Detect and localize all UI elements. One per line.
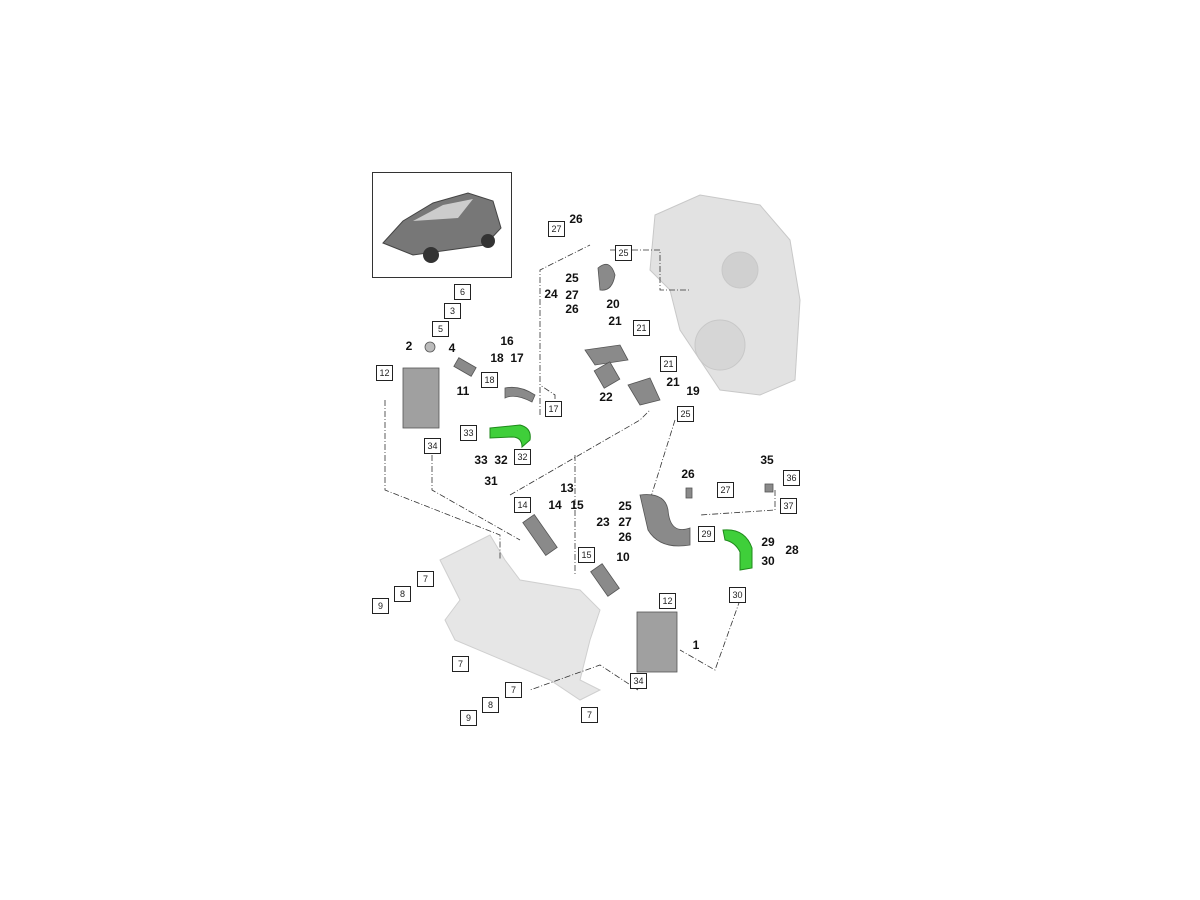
callout-number-29[interactable]: 29 bbox=[761, 535, 775, 549]
callout-box-21[interactable]: 21 bbox=[633, 320, 650, 336]
parts bbox=[402, 263, 774, 673]
callout-number-24[interactable]: 24 bbox=[544, 287, 558, 301]
callout-box-25[interactable]: 25 bbox=[615, 245, 632, 261]
callout-number-26[interactable]: 26 bbox=[569, 212, 583, 226]
callout-box-21[interactable]: 21 bbox=[660, 356, 677, 372]
callout-number-30[interactable]: 30 bbox=[761, 554, 775, 568]
callout-box-37[interactable]: 37 bbox=[780, 498, 797, 514]
callout-box-5[interactable]: 5 bbox=[432, 321, 449, 337]
callout-box-36[interactable]: 36 bbox=[783, 470, 800, 486]
callout-box-33[interactable]: 33 bbox=[460, 425, 477, 441]
callout-number-26[interactable]: 26 bbox=[565, 302, 579, 316]
callout-box-34[interactable]: 34 bbox=[424, 438, 441, 454]
callout-number-35[interactable]: 35 bbox=[760, 453, 774, 467]
vehicle-thumbnail bbox=[372, 172, 512, 278]
front-carrier bbox=[439, 534, 602, 701]
callout-number-26[interactable]: 26 bbox=[618, 530, 632, 544]
highlighted-hoses bbox=[489, 424, 753, 571]
callout-box-7[interactable]: 7 bbox=[452, 656, 469, 672]
callout-number-33[interactable]: 33 bbox=[474, 453, 488, 467]
callout-number-23[interactable]: 23 bbox=[596, 515, 610, 529]
callout-box-9[interactable]: 9 bbox=[372, 598, 389, 614]
callout-number-10[interactable]: 10 bbox=[616, 550, 630, 564]
callout-box-25[interactable]: 25 bbox=[677, 406, 694, 422]
callout-number-18[interactable]: 18 bbox=[490, 351, 504, 365]
callout-number-27[interactable]: 27 bbox=[618, 515, 632, 529]
intercooler-right bbox=[636, 611, 678, 673]
callout-box-34[interactable]: 34 bbox=[630, 673, 647, 689]
callout-number-25[interactable]: 25 bbox=[618, 499, 632, 513]
intercooler-left bbox=[402, 367, 440, 429]
callout-number-31[interactable]: 31 bbox=[484, 474, 498, 488]
callout-number-22[interactable]: 22 bbox=[599, 390, 613, 404]
callout-number-21[interactable]: 21 bbox=[666, 375, 680, 389]
callout-number-20[interactable]: 20 bbox=[606, 297, 620, 311]
callout-number-25[interactable]: 25 bbox=[565, 271, 579, 285]
callout-box-12[interactable]: 12 bbox=[659, 593, 676, 609]
hose-31 bbox=[489, 424, 531, 449]
callout-box-6[interactable]: 6 bbox=[454, 284, 471, 300]
callout-number-4[interactable]: 4 bbox=[448, 341, 456, 355]
callout-number-21[interactable]: 21 bbox=[608, 314, 622, 328]
callout-number-27[interactable]: 27 bbox=[565, 288, 579, 302]
callout-number-13[interactable]: 13 bbox=[560, 481, 574, 495]
callout-number-17[interactable]: 17 bbox=[510, 351, 524, 365]
callout-number-32[interactable]: 32 bbox=[494, 453, 508, 467]
callout-number-19[interactable]: 19 bbox=[686, 384, 700, 398]
callout-number-16[interactable]: 16 bbox=[500, 334, 514, 348]
callout-number-1[interactable]: 1 bbox=[692, 638, 700, 652]
callout-box-7[interactable]: 7 bbox=[417, 571, 434, 587]
callout-box-7[interactable]: 7 bbox=[581, 707, 598, 723]
callout-box-12[interactable]: 12 bbox=[376, 365, 393, 381]
callout-box-32[interactable]: 32 bbox=[514, 449, 531, 465]
callout-box-17[interactable]: 17 bbox=[545, 401, 562, 417]
callout-number-14[interactable]: 14 bbox=[548, 498, 562, 512]
car-icon bbox=[382, 192, 502, 263]
callout-box-3[interactable]: 3 bbox=[444, 303, 461, 319]
callout-number-26[interactable]: 26 bbox=[681, 467, 695, 481]
callout-box-29[interactable]: 29 bbox=[698, 526, 715, 542]
callout-number-28[interactable]: 28 bbox=[785, 543, 799, 557]
callout-number-2[interactable]: 2 bbox=[405, 339, 413, 353]
callout-box-27[interactable]: 27 bbox=[548, 221, 565, 237]
hose-28 bbox=[722, 529, 753, 571]
callout-box-7[interactable]: 7 bbox=[505, 682, 522, 698]
callout-box-18[interactable]: 18 bbox=[481, 372, 498, 388]
callout-box-30[interactable]: 30 bbox=[729, 587, 746, 603]
callout-number-15[interactable]: 15 bbox=[570, 498, 584, 512]
callout-box-14[interactable]: 14 bbox=[514, 497, 531, 513]
callout-box-8[interactable]: 8 bbox=[482, 697, 499, 713]
callout-box-27[interactable]: 27 bbox=[717, 482, 734, 498]
engine-block bbox=[649, 194, 801, 396]
callout-box-9[interactable]: 9 bbox=[460, 710, 477, 726]
callout-box-8[interactable]: 8 bbox=[394, 586, 411, 602]
callout-box-15[interactable]: 15 bbox=[578, 547, 595, 563]
callout-number-11[interactable]: 11 bbox=[456, 384, 470, 398]
